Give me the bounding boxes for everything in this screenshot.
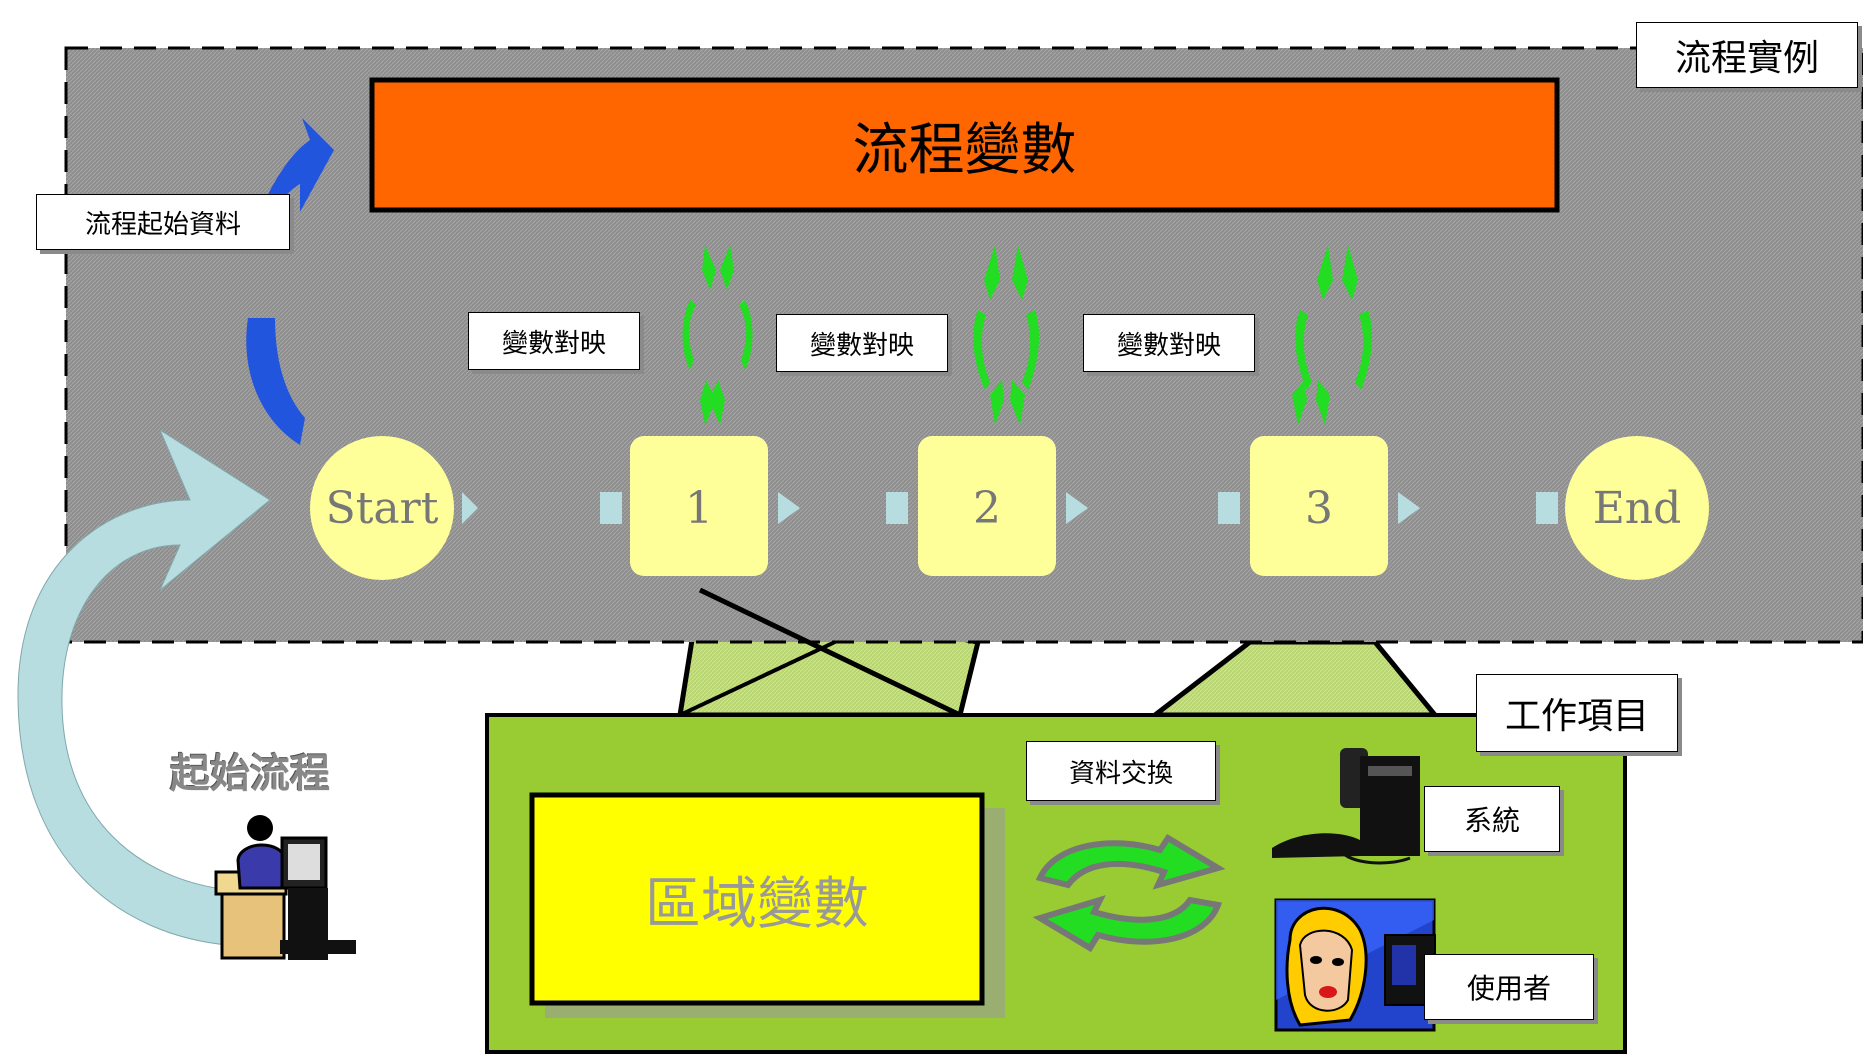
local-variable-box [529,792,985,1006]
flow-connectors [462,492,1558,524]
flow-arrow-head [462,492,478,524]
step-node-2-label: 2 [973,482,1001,534]
end-node [1565,436,1709,580]
variable-mapping-label-2: 變數對映 [776,314,948,372]
mapping-arrows-2-icon [973,245,1040,425]
process-variable-bar [369,77,1560,213]
telephone-icon [1272,748,1420,865]
flow-connector-tail [886,492,908,524]
woman-at-monitor-icon [1274,898,1436,1032]
flow-connector-tail [1536,492,1558,524]
step-node-1-label: 1 [685,482,713,534]
local-variable-title: 區域變數 [645,871,869,937]
start-process-arrow-icon [17,428,271,946]
step-node-3-label: 3 [1305,482,1333,534]
work-item-connector-3 [1147,639,1441,718]
person-at-computer-icon [214,815,356,960]
process-initial-data-label: 流程起始資料 [36,194,290,250]
end-node-label: End [1592,482,1682,534]
process-instance-label: 流程實例 [1636,22,1858,88]
start-node [310,436,454,580]
start-node-label: Start [325,482,439,534]
step-node-1 [630,436,768,576]
initial-data-arrow-top-icon [265,118,334,212]
user-label: 使用者 [1424,954,1594,1020]
step-node-3 [1250,436,1388,576]
start-process-label: 起始流程 [170,750,330,797]
connector-line [698,587,962,718]
system-label: 系統 [1424,786,1560,852]
work-item-label: 工作項目 [1476,674,1678,752]
flow-arrow-head [1398,492,1420,524]
step-node-2 [918,436,1056,576]
cycle-arrows-icon [1032,833,1226,953]
flow-arrow-head [778,492,800,524]
mapping-arrows-1-icon [682,245,753,425]
variable-mapping-label-1: 變數對映 [468,312,640,370]
initial-data-arrow-icon [246,318,305,445]
mapping-arrows-3-icon [1292,245,1373,425]
data-exchange-label: 資料交換 [1026,741,1216,801]
connector-line [679,640,836,717]
flow-arrow-head [1066,492,1088,524]
flow-connector-tail [1218,492,1240,524]
flow-connector-tail [600,492,622,524]
process-variable-title: 流程變數 [852,117,1077,183]
variable-mapping-label-3: 變數對映 [1083,314,1255,372]
